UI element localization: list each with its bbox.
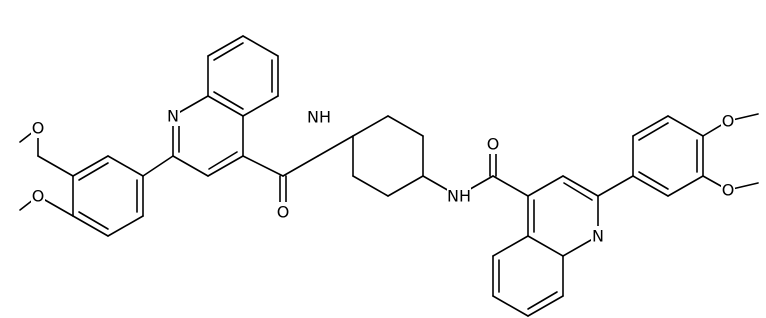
- bond: [242, 95, 279, 117]
- atom-label-nh-left: NH: [307, 108, 331, 127]
- bond: [37, 155, 74, 177]
- bond: [282, 155, 319, 177]
- bond: [207, 35, 244, 57]
- bond: [638, 171, 669, 190]
- bond: [242, 35, 279, 57]
- bond: [207, 155, 244, 177]
- bond: [563, 182, 593, 201]
- atom-label-o-methoxy-1: O: [32, 119, 45, 138]
- bond: [632, 115, 669, 137]
- bond: [107, 155, 144, 177]
- bond: [667, 115, 704, 137]
- bond: [387, 175, 424, 197]
- atom-label-o-amide-left: O: [277, 203, 290, 222]
- bond: [527, 295, 564, 317]
- bond: [107, 215, 144, 237]
- bond: [387, 115, 424, 137]
- bond: [597, 175, 634, 197]
- bond: [352, 115, 389, 137]
- bond-layer: [19, 35, 759, 317]
- bond: [492, 235, 529, 257]
- bond: [667, 175, 704, 197]
- atom-label-layer: N NH O O O NH O N O O: [31, 106, 735, 246]
- atom-label-o-methoxy-2: O: [32, 187, 45, 206]
- atom-label-o-amide-right: O: [487, 135, 500, 154]
- bond: [78, 211, 109, 230]
- bond: [142, 155, 174, 177]
- atom-label-o-methoxy-4: O: [722, 181, 735, 200]
- bond: [527, 235, 564, 257]
- bond: [207, 95, 244, 117]
- bond: [638, 122, 669, 141]
- bond: [527, 175, 564, 197]
- bond: [527, 291, 558, 310]
- bond: [492, 175, 529, 197]
- atom-label-n-right: N: [592, 227, 604, 246]
- atom-label-nh-right: NH: [447, 187, 471, 206]
- bond: [317, 135, 354, 157]
- bond: [213, 91, 244, 110]
- atom-label-n-left: N: [167, 107, 179, 126]
- bond: [72, 215, 109, 237]
- bond: [213, 42, 244, 61]
- bond: [562, 175, 599, 197]
- bond: [352, 175, 389, 197]
- bond: [72, 155, 109, 177]
- bond: [78, 162, 109, 181]
- bond: [632, 175, 669, 197]
- atom-label-o-methoxy-3: O: [722, 112, 735, 131]
- bond: [242, 155, 284, 177]
- bond: [492, 295, 529, 317]
- bond: [208, 151, 238, 170]
- bond: [172, 155, 209, 177]
